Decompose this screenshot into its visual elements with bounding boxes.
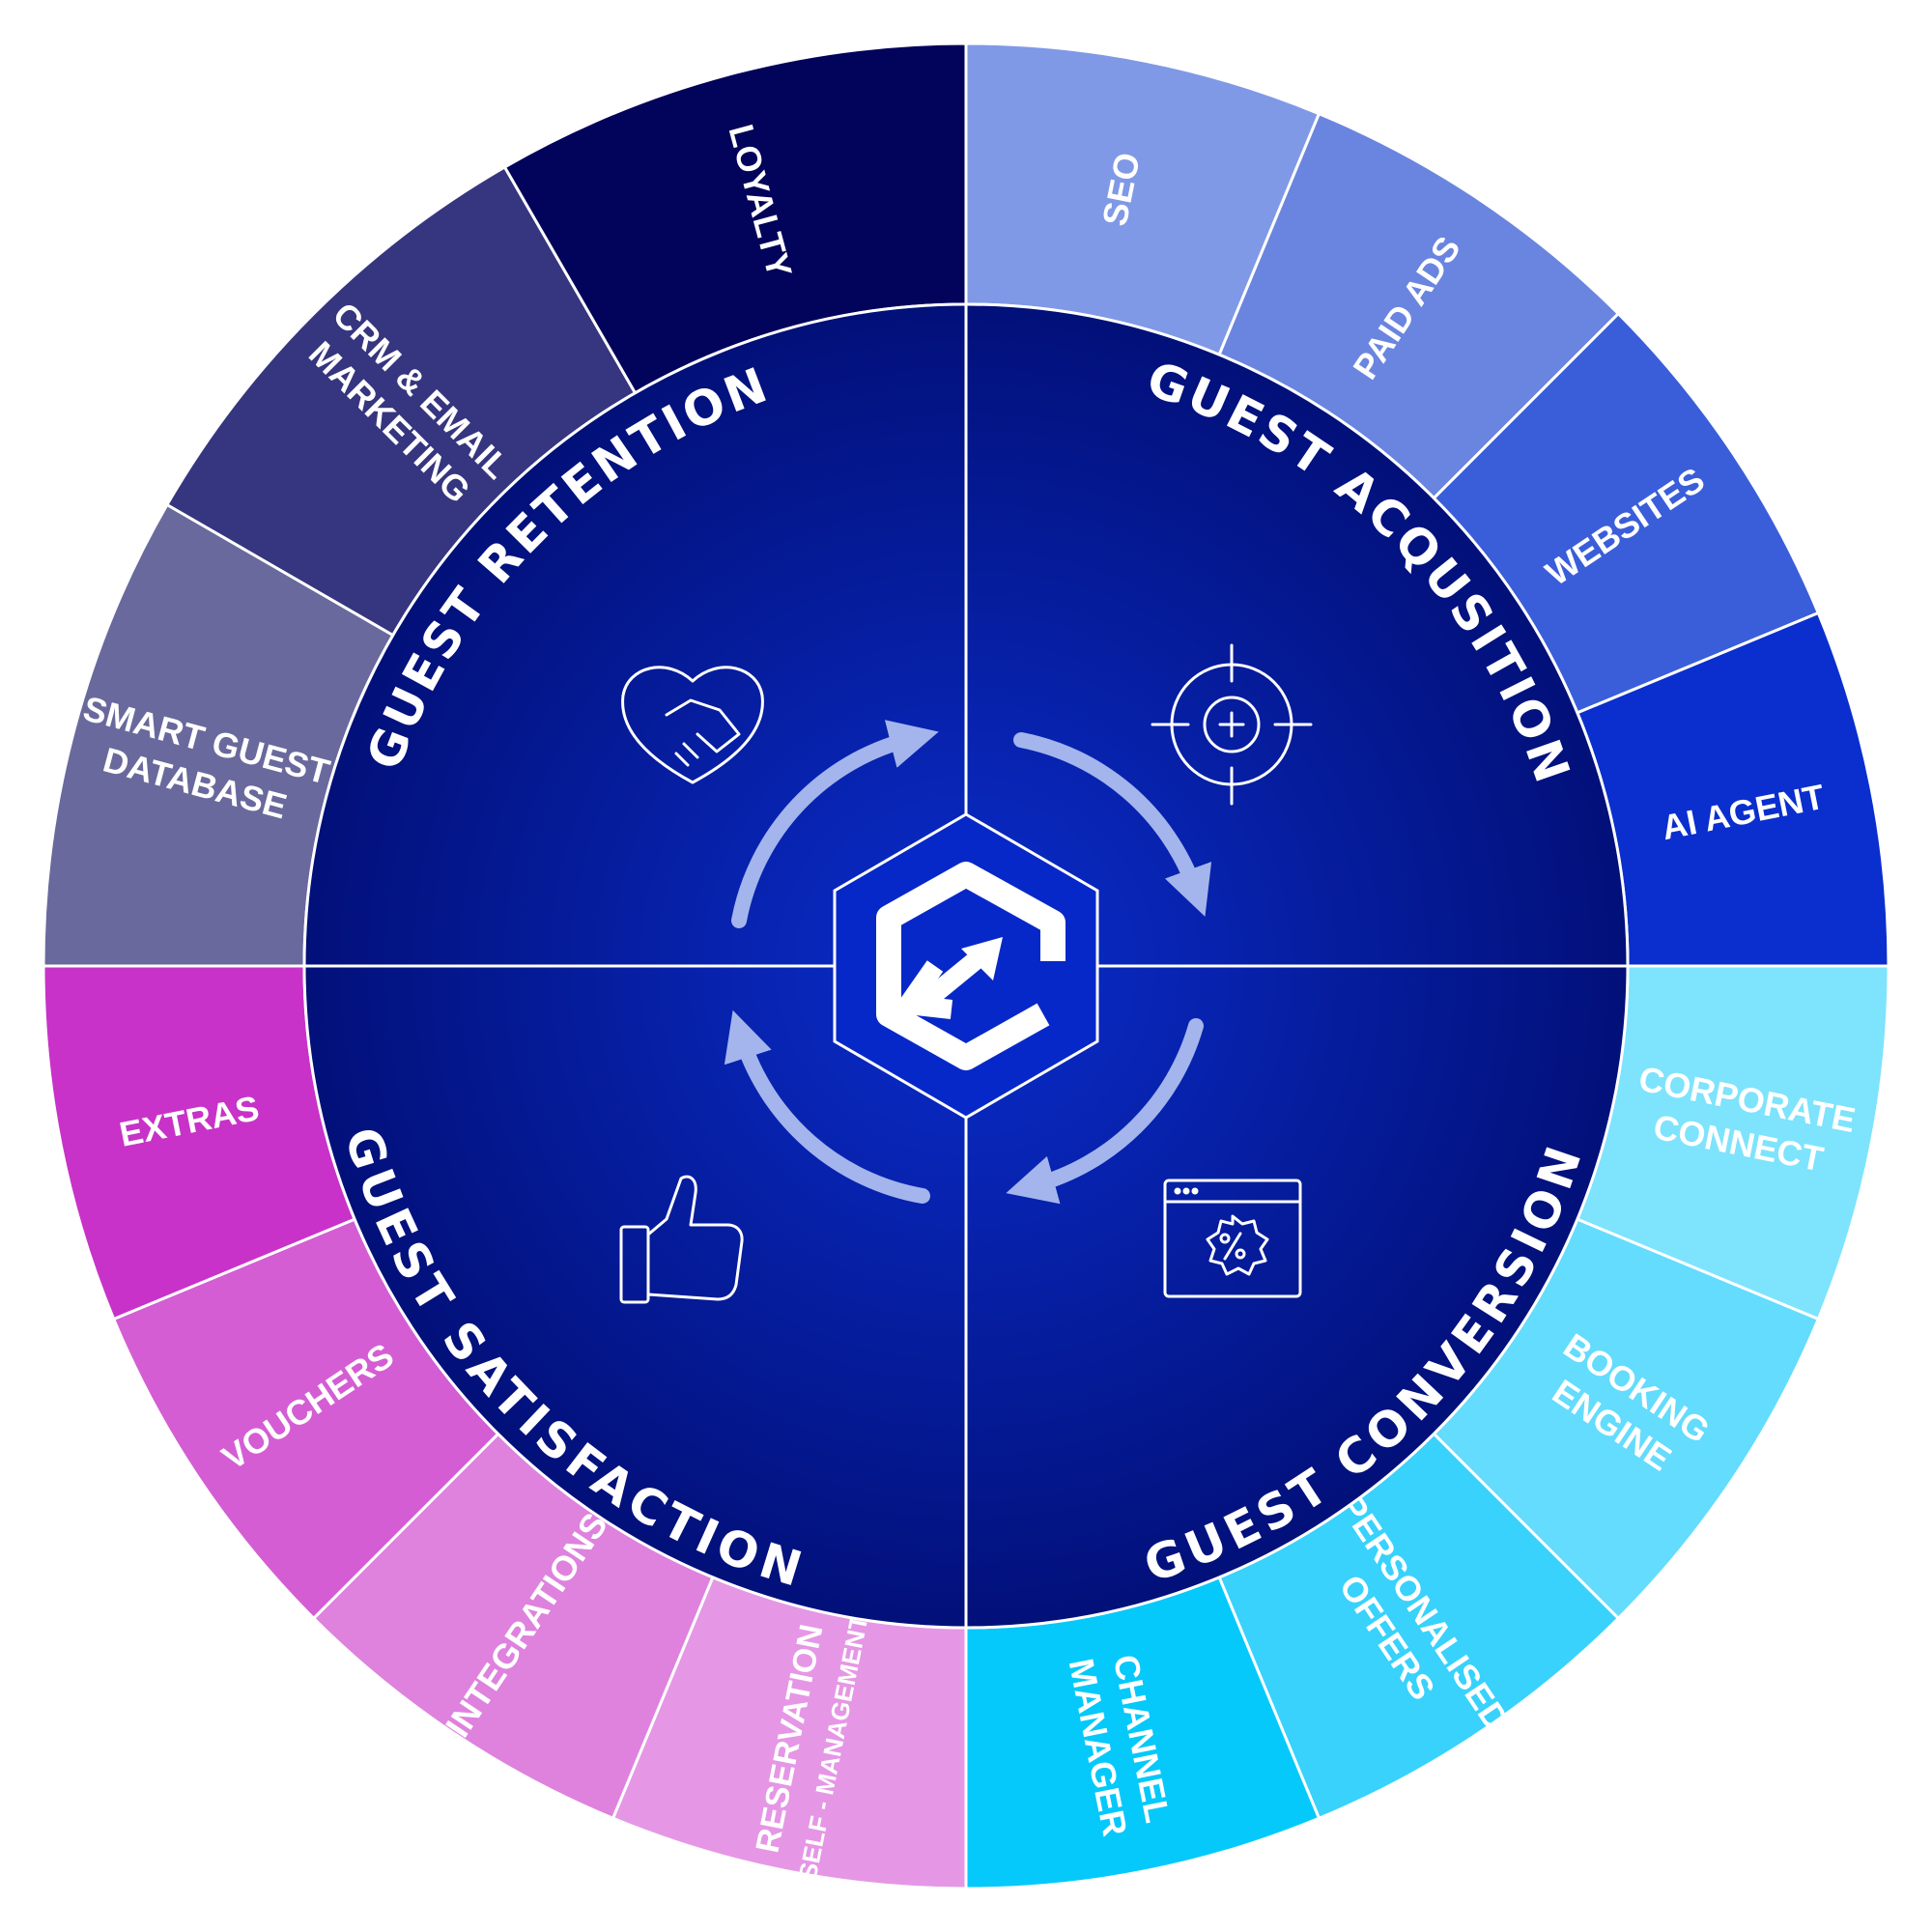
thumbs-up-icon [619, 1175, 744, 1304]
cycle-arrow-top-right [1013, 732, 1212, 917]
cycle-arrow-bottom-left [724, 1009, 930, 1204]
cycle-arrows [724, 720, 1212, 1205]
cycle-arrow-top-left [731, 720, 939, 928]
target-icon [1151, 643, 1313, 806]
discount-browser-icon [1163, 1179, 1302, 1298]
cycle-arrow-bottom-right [1006, 1018, 1204, 1205]
heart-handshake-icon [621, 666, 764, 784]
hexagon-arrow-logo-icon [833, 812, 1099, 1120]
